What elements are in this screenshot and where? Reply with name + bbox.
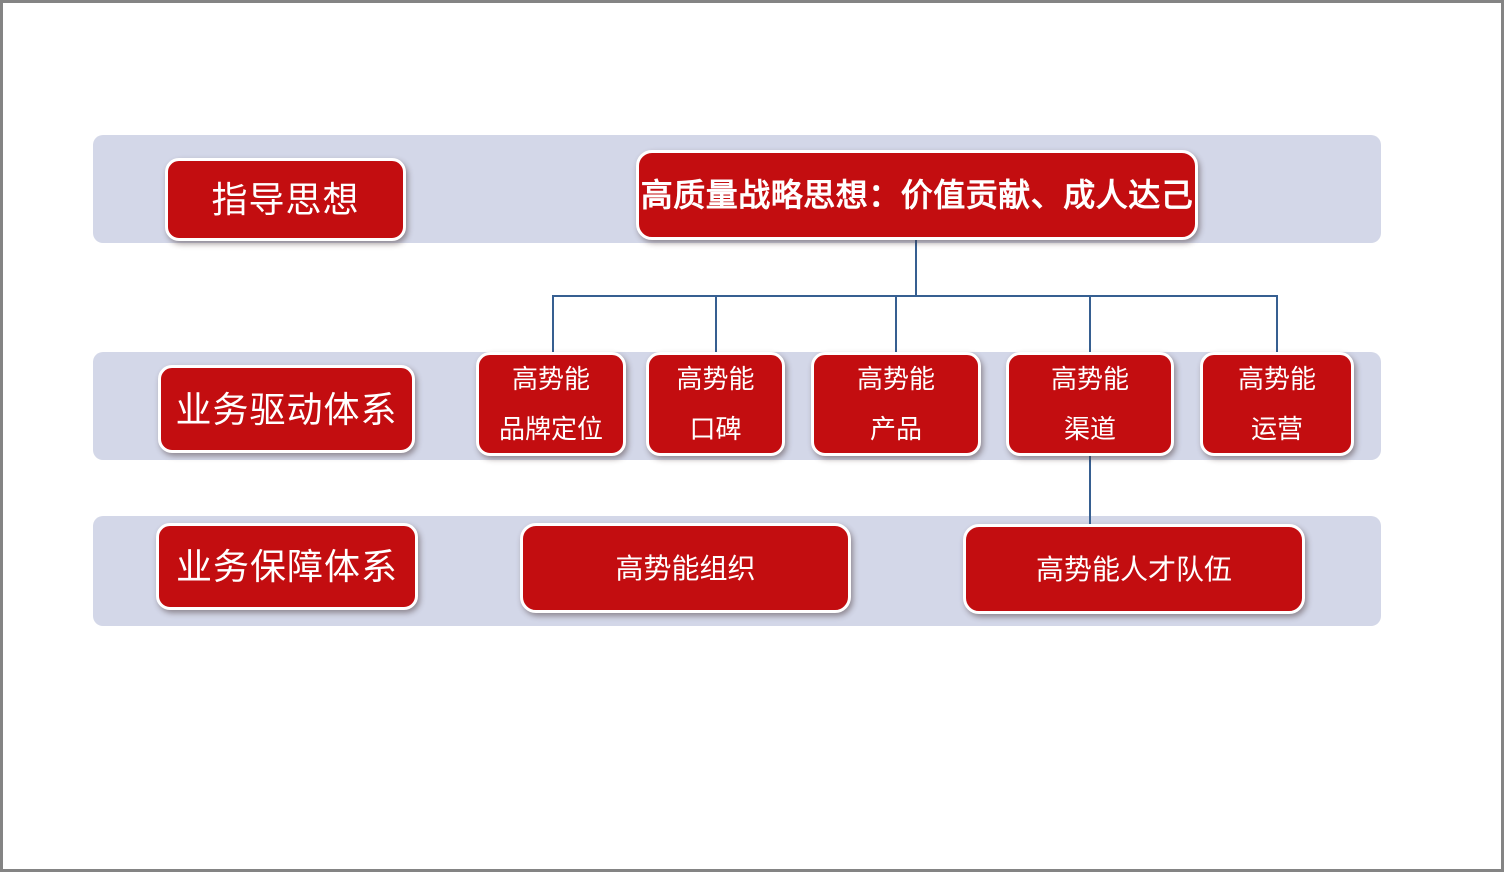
support-box-talent-team: 高势能人才队伍 <box>963 524 1305 614</box>
row-label-guiding-thought: 指导思想 <box>165 158 406 241</box>
drive-box-line1: 高势能 <box>511 363 590 394</box>
drive-box-word-of-mouth: 高势能 口碑 <box>646 352 785 456</box>
drive-box-line1: 高势能 <box>1050 363 1129 394</box>
connector-channel-to-talent <box>1089 456 1091 524</box>
connector-drop-operation <box>1276 295 1278 353</box>
connector-strategy-stem <box>915 240 917 296</box>
drive-box-line2: 运营 <box>1250 414 1303 444</box>
row-label-text: 业务保障体系 <box>175 546 398 587</box>
drive-box-line2: 渠道 <box>1063 414 1116 444</box>
drive-box-brand-positioning: 高势能 品牌定位 <box>476 352 626 456</box>
strategy-box-text: 高质量战略思想：价值贡献、成人达己 <box>640 177 1194 213</box>
drive-box-line2: 产品 <box>869 414 922 444</box>
row-label-business-drive: 业务驱动体系 <box>158 365 415 453</box>
drive-box-product: 高势能 产品 <box>811 352 981 456</box>
connector-drop-product <box>895 295 897 353</box>
row-label-text: 业务驱动体系 <box>175 388 398 430</box>
drive-box-line1: 高势能 <box>856 363 935 394</box>
drive-box-line1: 高势能 <box>1237 363 1316 394</box>
connector-drop-channel <box>1089 295 1091 353</box>
connector-drop-brand-positioning <box>552 295 554 353</box>
drive-box-channel: 高势能 渠道 <box>1006 352 1174 456</box>
row-label-text: 指导思想 <box>211 179 360 220</box>
support-box-organization: 高势能组织 <box>520 523 851 613</box>
drive-box-line1: 高势能 <box>676 363 755 394</box>
row-label-business-support: 业务保障体系 <box>156 523 418 610</box>
strategy-box: 高质量战略思想：价值贡献、成人达己 <box>636 150 1198 240</box>
connector-drop-word-of-mouth <box>715 295 717 353</box>
connector-horizontal-rail <box>552 295 1278 297</box>
drive-box-line2: 口碑 <box>689 414 742 444</box>
support-box-text: 高势能人才队伍 <box>1035 553 1232 585</box>
support-box-text: 高势能组织 <box>615 552 756 584</box>
drive-box-operation: 高势能 运营 <box>1200 352 1354 456</box>
drive-box-line2: 品牌定位 <box>498 414 603 444</box>
